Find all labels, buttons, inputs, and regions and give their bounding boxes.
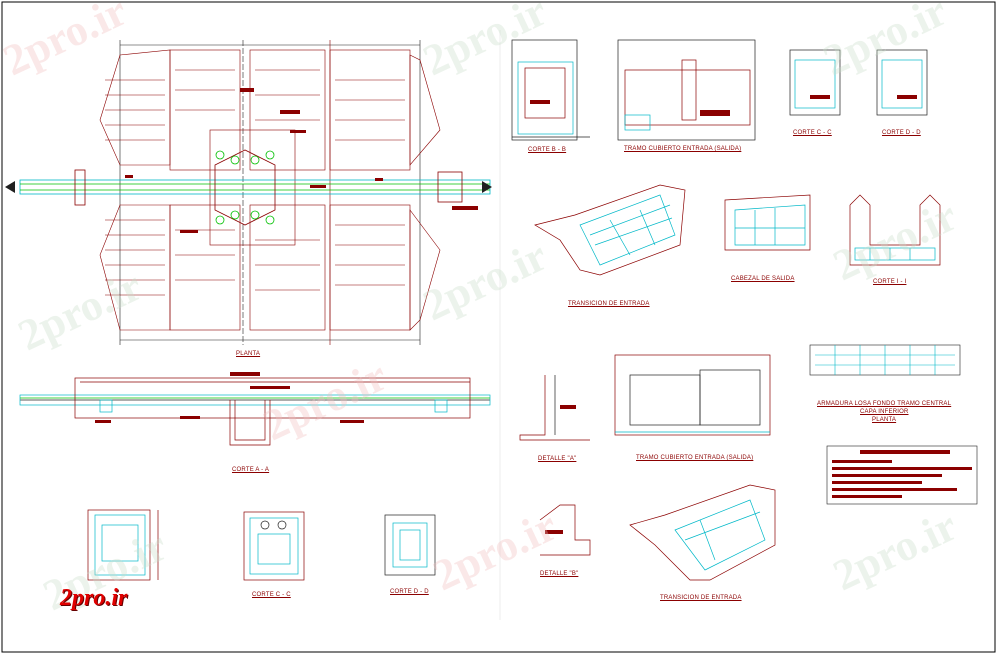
planta-tags bbox=[125, 88, 478, 233]
tramo-cubierto-top-drawing bbox=[617, 39, 756, 141]
label-corte-d-d-top: CORTE D - D bbox=[882, 130, 921, 136]
corte-a-a-section bbox=[19, 377, 491, 446]
label-transicion-entrada-bottom: TRANSICION DE ENTRADA bbox=[660, 595, 742, 601]
notes-block bbox=[826, 445, 978, 505]
label-corte-c-c-top: CORTE C - C bbox=[793, 130, 832, 136]
detalle-a-drawing bbox=[519, 375, 590, 441]
label-tramo-cubierto-salida: TRAMO CUBIERTO ENTRADA (SALIDA) bbox=[624, 146, 742, 152]
label-armadura-1: ARMADURA LOSA FONDO TRAMO CENTRAL bbox=[817, 401, 952, 407]
label-detalle-b: DETALLE "B" bbox=[540, 571, 579, 577]
transicion-entrada-bottom-drawing bbox=[629, 484, 776, 581]
label-armadura-3: PLANTA bbox=[872, 417, 897, 423]
corte-d-d-bottom-drawing bbox=[384, 514, 436, 576]
transicion-entrada-top-drawing bbox=[534, 184, 686, 276]
label-corte-b-b: CORTE B - B bbox=[528, 147, 567, 153]
corte-b-b-drawing bbox=[511, 39, 590, 141]
corte-d-d-top-drawing bbox=[876, 49, 928, 116]
detalle-b-drawing bbox=[539, 504, 591, 556]
planta-channel bbox=[5, 149, 492, 226]
label-armadura-2: CAPA INFERIOR bbox=[860, 409, 909, 415]
cabezal-salida-drawing bbox=[724, 194, 811, 251]
label-planta: PLANTA bbox=[236, 351, 261, 357]
label-cabezal-salida: CABEZAL DE SALIDA bbox=[731, 276, 795, 282]
corte-i-i-drawing bbox=[849, 194, 941, 266]
corte-c-c-top-drawing bbox=[789, 49, 841, 116]
corte-c-c-bottom-drawing bbox=[243, 511, 305, 581]
site-logo: 2pro.ir bbox=[60, 585, 128, 611]
label-detalle-a: DETALLE "A" bbox=[538, 456, 577, 462]
armadura-losa-drawing bbox=[809, 344, 961, 376]
label-tramo-cubierto-entrada-bottom: TRAMO CUBIERTO ENTRADA (SALIDA) bbox=[636, 455, 754, 461]
tramo-cubierto-bottom-drawing bbox=[614, 354, 771, 436]
label-corte-a-a: CORTE A - A bbox=[232, 467, 270, 473]
small-section-1 bbox=[87, 509, 159, 581]
label-transicion-entrada-top: TRANSICION DE ENTRADA bbox=[568, 301, 650, 307]
label-corte-d-d-bottom: CORTE D - D bbox=[390, 589, 429, 595]
corte-a-a-tags bbox=[95, 372, 364, 423]
planta-plan bbox=[99, 40, 441, 345]
label-corte-i-i: CORTE I - I bbox=[873, 279, 907, 285]
label-corte-c-c-bottom: CORTE C - C bbox=[252, 592, 291, 598]
